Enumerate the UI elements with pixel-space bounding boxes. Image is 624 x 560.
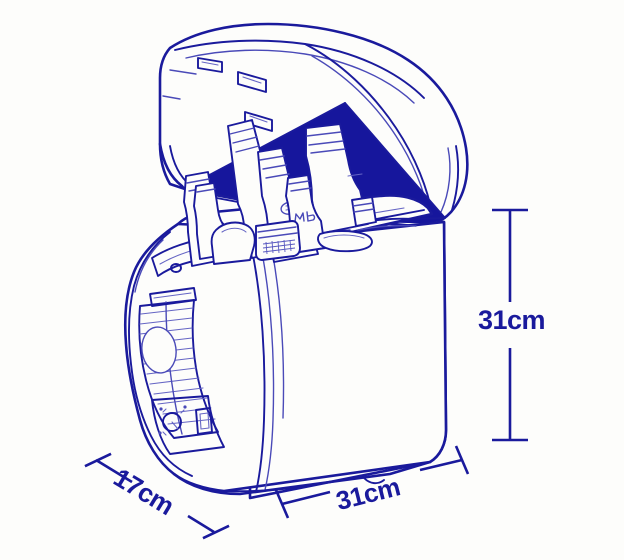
cooler-contents <box>183 119 377 267</box>
lid-latch-tab <box>237 71 267 93</box>
dimension-line-depth <box>84 452 230 540</box>
dimension-line-height <box>492 208 528 442</box>
control-panel <box>151 395 225 455</box>
power-switch[interactable] <box>195 407 213 435</box>
thermostat-knob[interactable] <box>162 408 185 436</box>
lid-latch-tab <box>244 111 273 132</box>
can <box>255 220 301 261</box>
bottle <box>351 196 377 227</box>
dimension-line-width <box>274 445 470 519</box>
jar <box>210 221 256 265</box>
bowl <box>317 230 373 253</box>
lid-latch-tab <box>197 57 223 73</box>
dimension-label-height: 31cm <box>478 305 546 335</box>
